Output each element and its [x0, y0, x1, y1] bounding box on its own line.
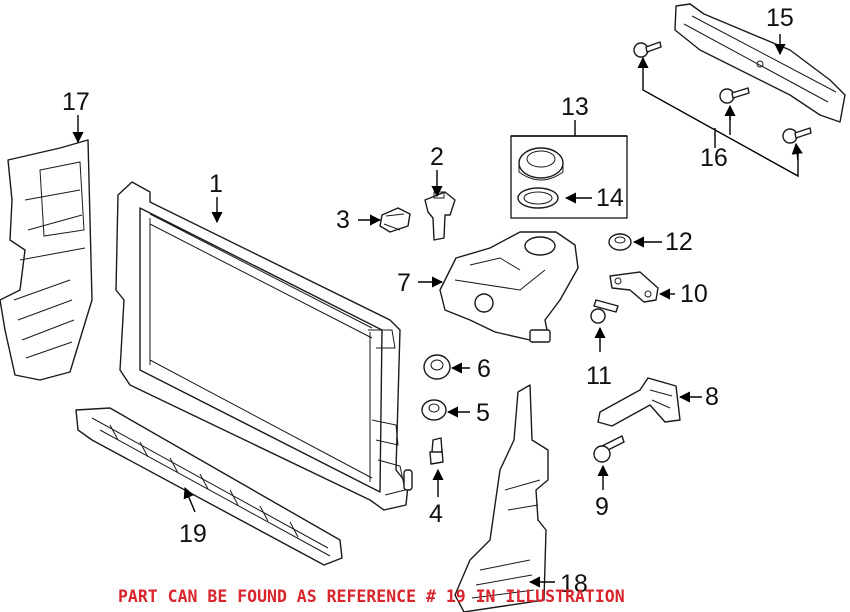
- bracket: [597, 377, 681, 427]
- mount-bushing: [421, 399, 447, 421]
- lower-air-guide: [75, 407, 343, 566]
- side-air-duct-right: [454, 384, 549, 612]
- callout-16: 16: [700, 144, 728, 172]
- reference-note: PART CAN BE FOUND AS REFERENCE # 19 IN I…: [118, 587, 625, 606]
- radiator: [115, 181, 413, 511]
- callout-6: 6: [477, 355, 491, 383]
- seal-ring: [517, 187, 559, 209]
- callout-7: 7: [397, 269, 411, 297]
- callout-13: 13: [561, 93, 589, 121]
- cap-assembly: [518, 147, 564, 181]
- bolt: [593, 435, 625, 463]
- bracket: [609, 271, 659, 303]
- callout-1: 1: [209, 170, 223, 198]
- rubber-mount: [379, 207, 411, 233]
- leader-lines: [72, 34, 803, 588]
- callout-9: 9: [595, 493, 609, 521]
- mount-bushing-upper: [423, 354, 451, 380]
- callout-4: 4: [429, 500, 443, 528]
- side-air-duct-left: [0, 139, 93, 381]
- callout-14: 14: [596, 184, 624, 212]
- bolts: [633, 41, 812, 144]
- callout-2: 2: [430, 143, 444, 171]
- callout-18: 18: [560, 570, 588, 598]
- callout-11: 11: [586, 362, 612, 390]
- bleed-valve: [424, 191, 456, 241]
- callout-15: 15: [766, 4, 794, 32]
- callout-labels: 1 2 3 4 5 6 7 8 9 10 11 12 13 14 15 16 1…: [62, 4, 794, 598]
- upper-cover-panel: [674, 3, 846, 123]
- callout-5: 5: [476, 399, 490, 427]
- bolt: [429, 437, 444, 465]
- bushing: [608, 233, 632, 251]
- bolt: [590, 299, 619, 324]
- callout-8: 8: [705, 383, 719, 411]
- callout-3: 3: [336, 206, 350, 234]
- callout-17: 17: [62, 88, 90, 116]
- callout-10: 10: [680, 280, 708, 308]
- expansion-tank: [439, 231, 579, 343]
- callout-12: 12: [665, 228, 693, 256]
- callout-19: 19: [179, 520, 207, 548]
